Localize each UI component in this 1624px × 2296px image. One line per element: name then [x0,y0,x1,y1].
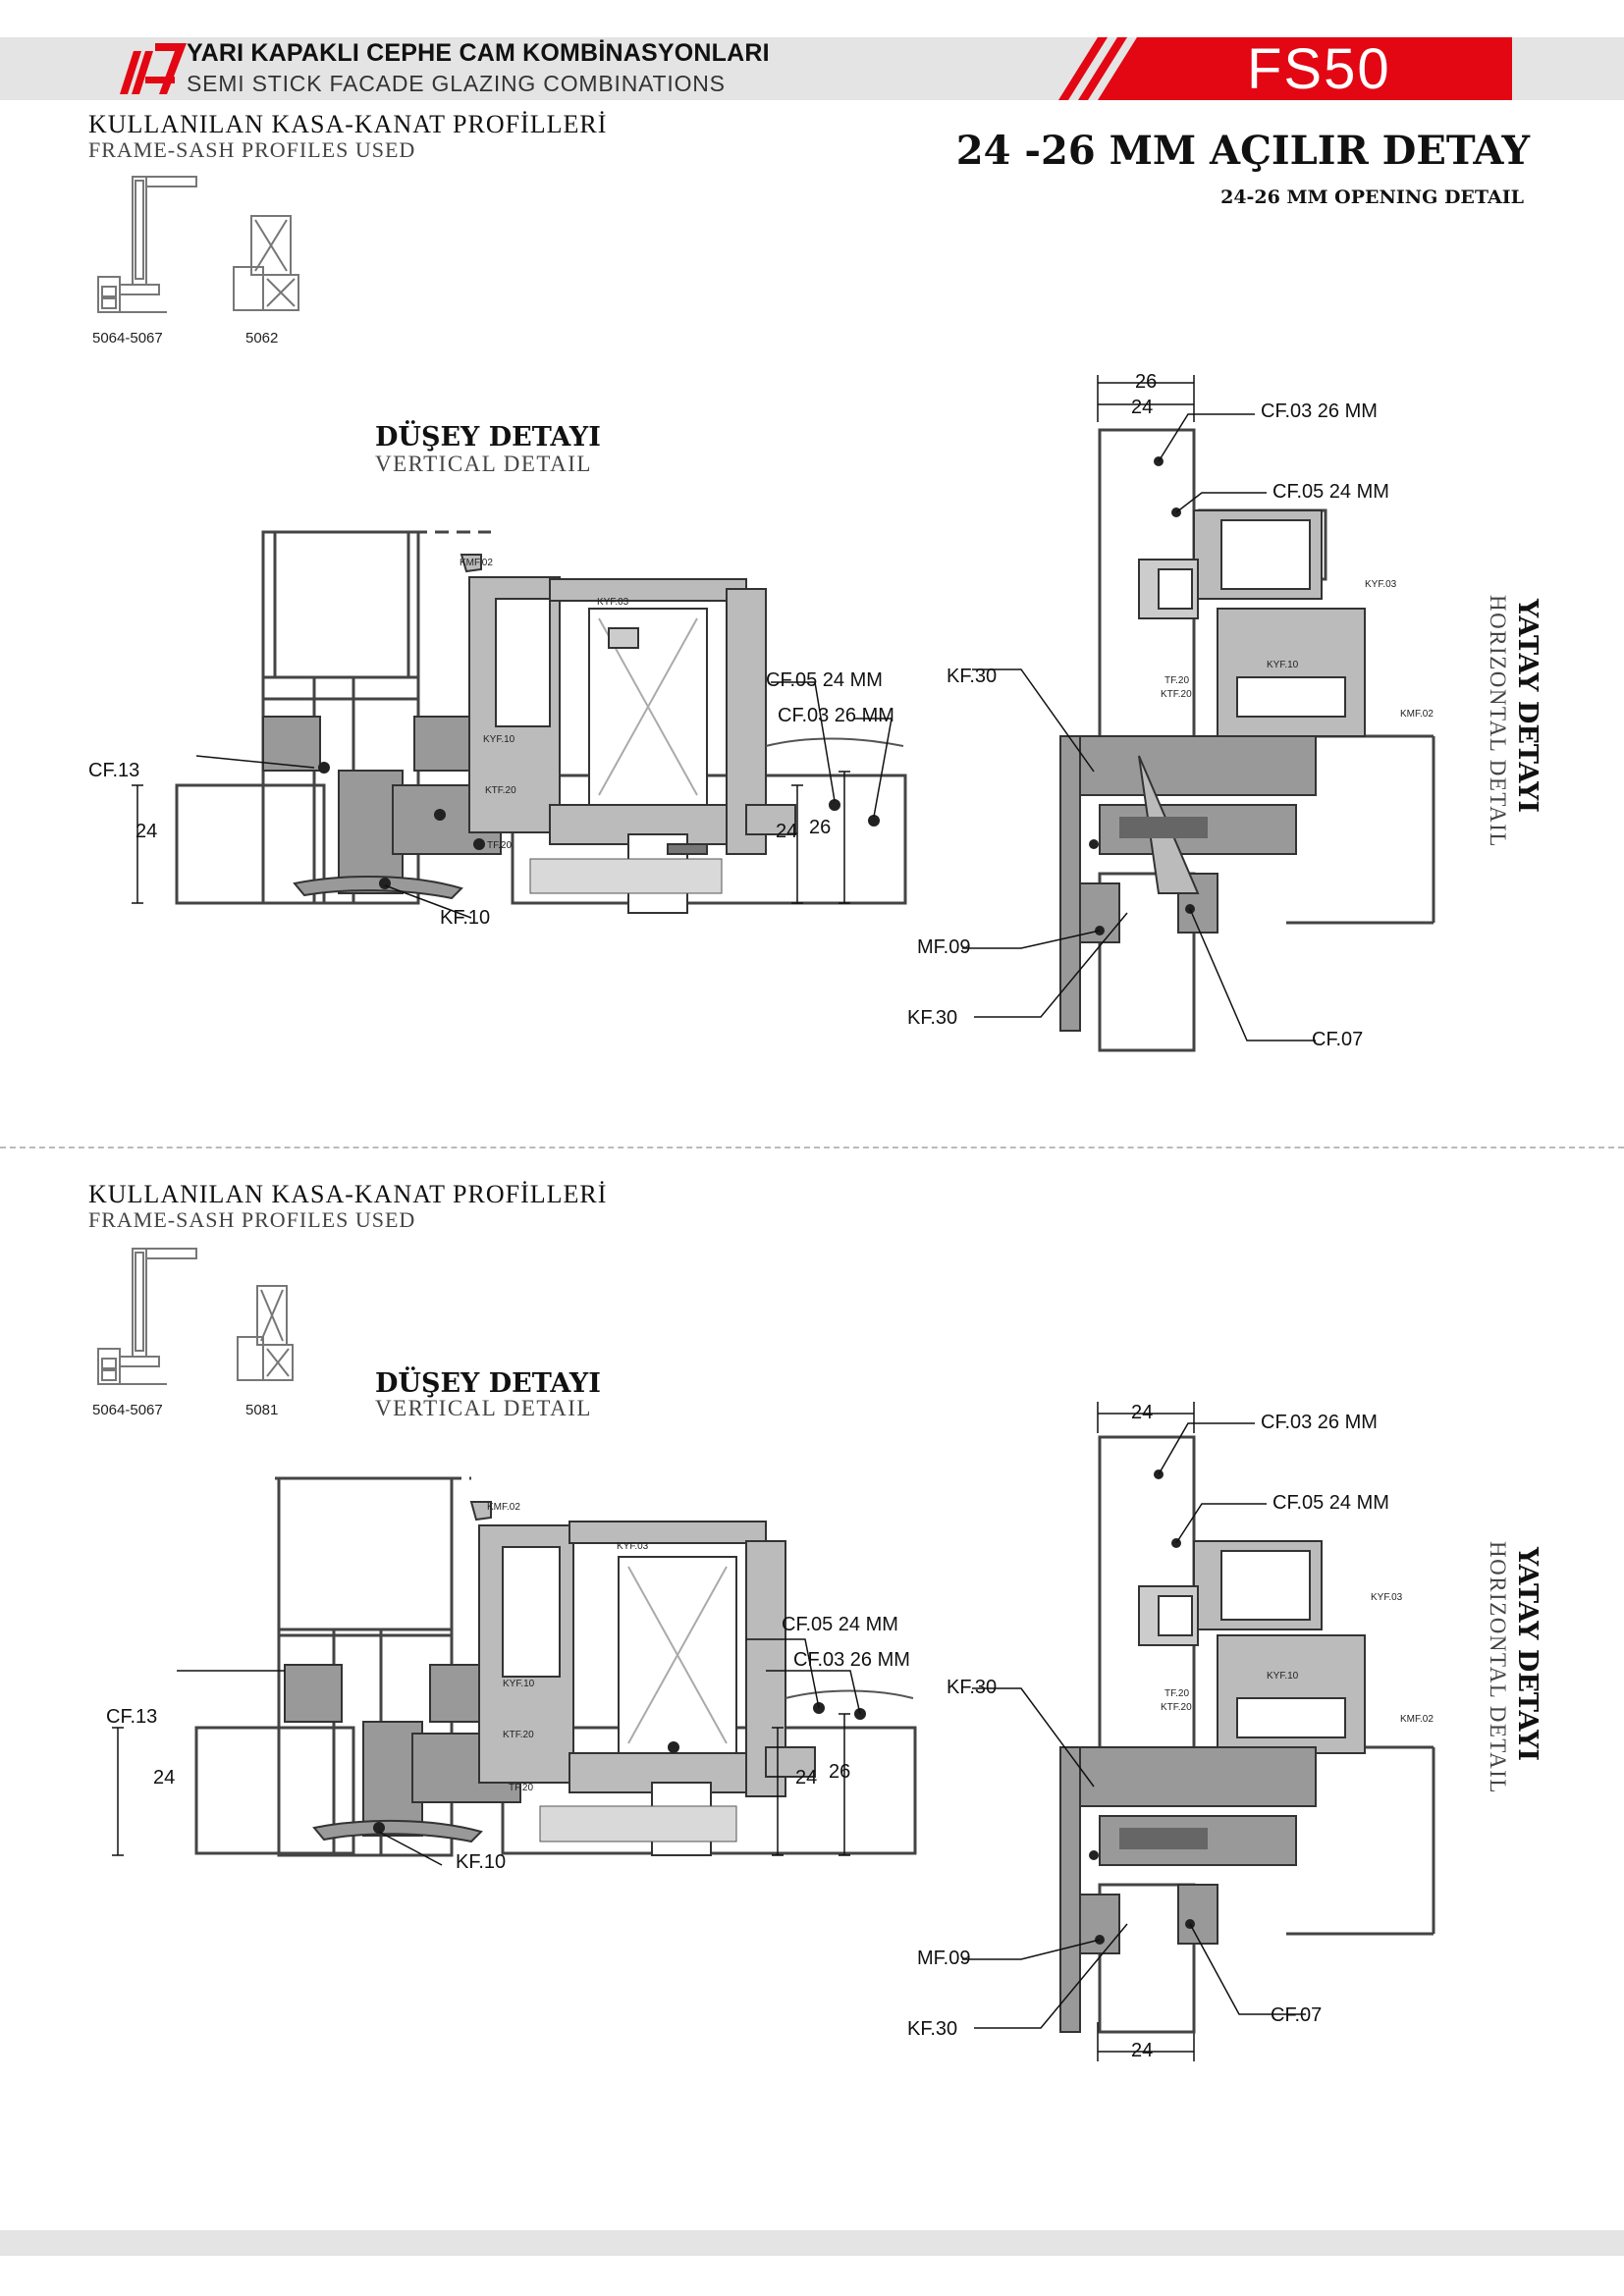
vertical-dim-24b: 24 [776,821,798,842]
vertical-dim-24a-2: 24 [153,1767,176,1789]
horizontal-label-ktf20: KTF.20 [1161,689,1192,700]
horizontal-label-mf09-2: MF.09 [917,1948,971,1969]
vertical-dim-26-2: 26 [829,1761,851,1783]
horizontal-dim-26: 26 [1135,371,1158,393]
vertical-label-kyf03-2: KYF.03 [617,1541,649,1552]
profiles-title-en: FRAME-SASH PROFILES USED [88,137,416,162]
vertical-label-kf10-2: KF.10 [456,1851,507,1873]
horizontal-label-cf05-2: CF.05 24 MM [1272,1492,1389,1514]
horizontal-label-kyf10: KYF.10 [1267,660,1299,670]
horizontal-detail-title-en-2: HORIZONTAL DETAIL [1486,1541,1510,1794]
horizontal-label-mf09: MF.09 [917,936,971,958]
vertical-label-tf20-2: TF.20 [509,1783,534,1793]
footer-band [0,2230,1624,2256]
profile-code-1-2: 5064-5067 [92,1402,163,1418]
section-divider [0,1147,1624,1148]
horizontal-detail-drawing-2 [962,1402,1435,2061]
series-code-box [1058,37,1512,100]
profile-thumbnail-5064-5067 [97,176,197,313]
profile-code-2: 5062 [245,330,279,347]
vertical-dim-26: 26 [809,817,832,838]
profile-thumbnail-5081 [237,1285,294,1381]
vertical-label-kmf02-2: KMF.02 [487,1502,520,1513]
horizontal-dim-24: 24 [1131,397,1154,418]
profiles-title-en-2: FRAME-SASH PROFILES USED [88,1207,416,1232]
page-heading-title: 24 -26 MM AÇILIR DETAY [955,128,1530,174]
header-title-en: SEMI STICK FACADE GLAZING COMBINATIONS [187,71,726,96]
horizontal-label-cf05: CF.05 24 MM [1272,481,1389,503]
horizontal-label-kmf02-2: KMF.02 [1400,1714,1434,1725]
vertical-label-kyf10: KYF.10 [483,734,515,745]
horizontal-detail-title-tr: YATAY DETAYI [1512,599,1543,814]
profiles-title-tr-2: KULLANILAN KASA-KANAT PROFİLLERİ [88,1180,608,1208]
horizontal-label-cf03: CF.03 26 MM [1261,400,1378,422]
vertical-dim-24b-2: 24 [795,1767,818,1789]
horizontal-detail-title-tr-2: YATAY DETAYI [1512,1547,1543,1762]
horizontal-label-tf20: TF.20 [1164,675,1190,686]
vertical-label-kyf10-2: KYF.10 [503,1679,535,1689]
horizontal-dim-24-top-2: 24 [1131,1402,1154,1423]
vertical-label-cf03: CF.03 26 MM [778,705,894,726]
vertical-label-kmf02: KMF.02 [460,558,493,568]
horizontal-dim-24-bottom-2: 24 [1131,2040,1154,2061]
vertical-detail-drawing [132,530,907,919]
vertical-label-ktf20-2: KTF.20 [503,1730,534,1740]
horizontal-detail-title-en: HORIZONTAL DETAIL [1486,595,1510,848]
vertical-label-cf13: CF.13 [88,760,140,781]
vertical-dim-24a: 24 [135,821,158,842]
page-heading-subtitle: 24-26 MM OPENING DETAIL [1220,187,1524,208]
horizontal-label-kf30-top: KF.30 [947,666,998,687]
horizontal-label-kf30-top-2: KF.30 [947,1677,998,1698]
horizontal-detail-drawing [962,375,1435,1052]
horizontal-label-kmf02: KMF.02 [1400,709,1434,720]
horizontal-label-cf07-2: CF.07 [1271,2004,1323,2026]
horizontal-label-kf30-bottom: KF.30 [907,1007,958,1029]
profile-code-2-2: 5081 [245,1402,279,1418]
header-title-tr: YARI KAPAKLI CEPHE CAM KOMBİNASYONLARI [187,39,770,67]
horizontal-label-cf07: CF.07 [1312,1029,1364,1050]
horizontal-label-kyf03-2: KYF.03 [1371,1592,1403,1603]
company-logo-icon [120,43,187,94]
vertical-label-ktf20: KTF.20 [485,785,516,796]
horizontal-label-kyf03: KYF.03 [1365,579,1397,590]
vertical-label-cf13-2: CF.13 [106,1706,158,1728]
horizontal-label-kyf10-2: KYF.10 [1267,1671,1299,1682]
vertical-detail-title-tr-2: DÜŞEY DETAYI [375,1368,601,1399]
vertical-detail-title-en: VERTICAL DETAIL [375,452,592,476]
profile-thumbnail-5064-5067-2 [97,1248,197,1385]
horizontal-label-kf30-bottom-2: KF.30 [907,2018,958,2040]
vertical-detail-title-en-2: VERTICAL DETAIL [375,1396,592,1420]
horizontal-label-tf20-2: TF.20 [1164,1688,1190,1699]
vertical-label-cf03-2: CF.03 26 MM [793,1649,910,1671]
vertical-label-kf10: KF.10 [440,907,491,929]
horizontal-label-ktf20-2: KTF.20 [1161,1702,1192,1713]
vertical-label-cf05-2: CF.05 24 MM [782,1614,898,1635]
profile-thumbnail-5062 [233,215,299,311]
vertical-detail-drawing-2 [112,1476,917,1866]
vertical-label-kyf03: KYF.03 [597,597,629,608]
series-code: FS50 [1247,37,1391,101]
profiles-title-tr: KULLANILAN KASA-KANAT PROFİLLERİ [88,110,608,138]
vertical-detail-title-tr: DÜŞEY DETAYI [375,422,601,453]
vertical-label-cf05: CF.05 24 MM [766,669,883,691]
profile-code-1: 5064-5067 [92,330,163,347]
vertical-label-tf20: TF.20 [487,840,513,851]
horizontal-label-cf03-2: CF.03 26 MM [1261,1412,1378,1433]
